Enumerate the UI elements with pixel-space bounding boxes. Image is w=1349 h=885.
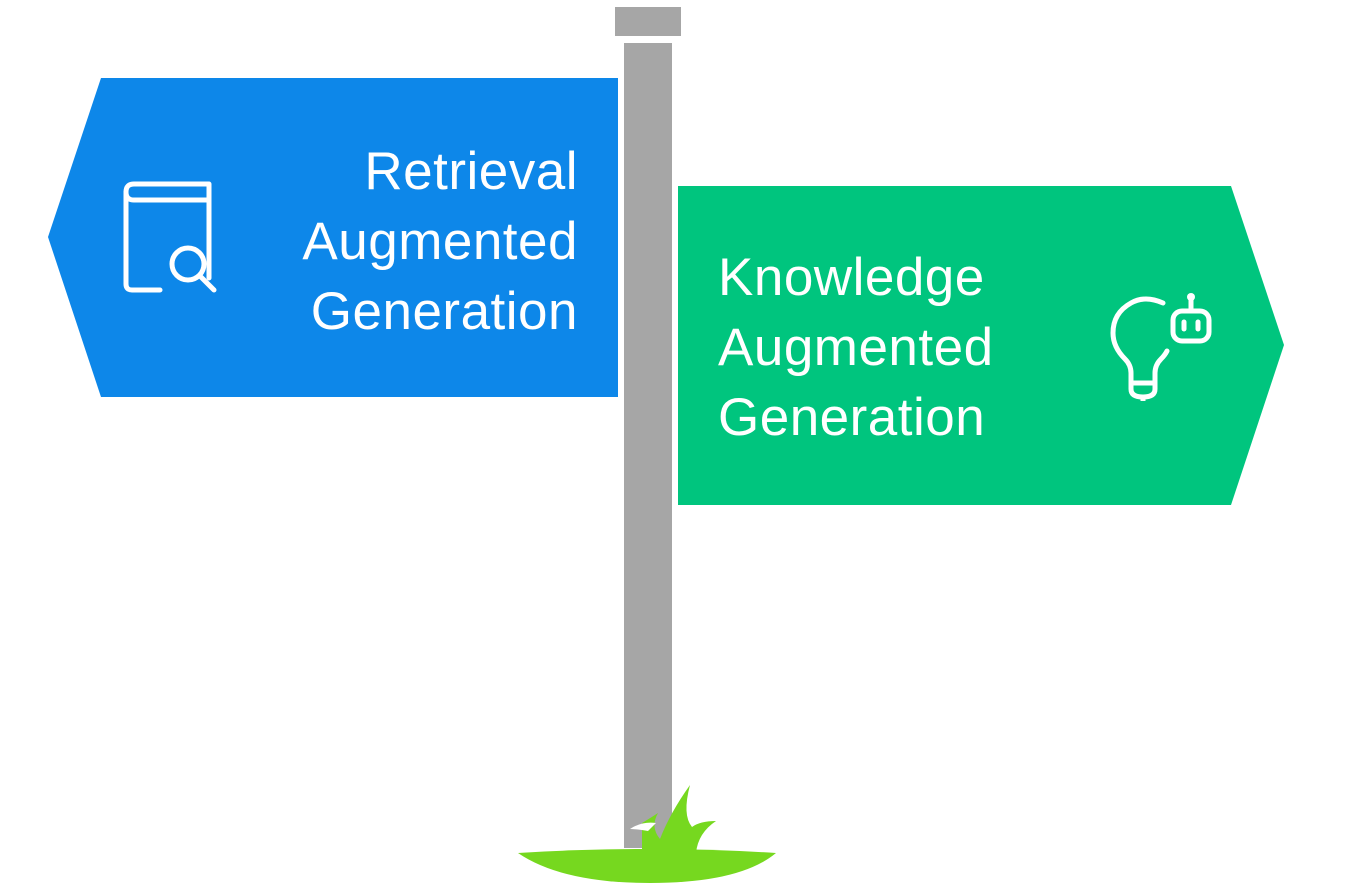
rag-label-line-2: Augmented <box>302 212 578 271</box>
kag-sign: Knowledge Augmented Generation <box>678 186 1284 505</box>
kag-label-line-2: Augmented <box>718 318 994 377</box>
rag-label-line-1: Retrieval <box>364 142 578 201</box>
pole-cap <box>615 7 681 36</box>
signpost-pole <box>624 43 672 848</box>
rag-label: Retrieval Augmented Generation <box>302 137 578 347</box>
grass-base <box>518 785 776 883</box>
kag-label: Knowledge Augmented Generation <box>718 243 994 453</box>
kag-label-line-1: Knowledge <box>718 248 985 307</box>
kag-label-line-3: Generation <box>718 388 986 447</box>
rag-sign: Retrieval Augmented Generation <box>48 78 618 397</box>
book-search-icon <box>123 181 217 293</box>
lightbulb-robot-icon <box>1110 293 1212 401</box>
rag-label-line-3: Generation <box>310 282 578 341</box>
